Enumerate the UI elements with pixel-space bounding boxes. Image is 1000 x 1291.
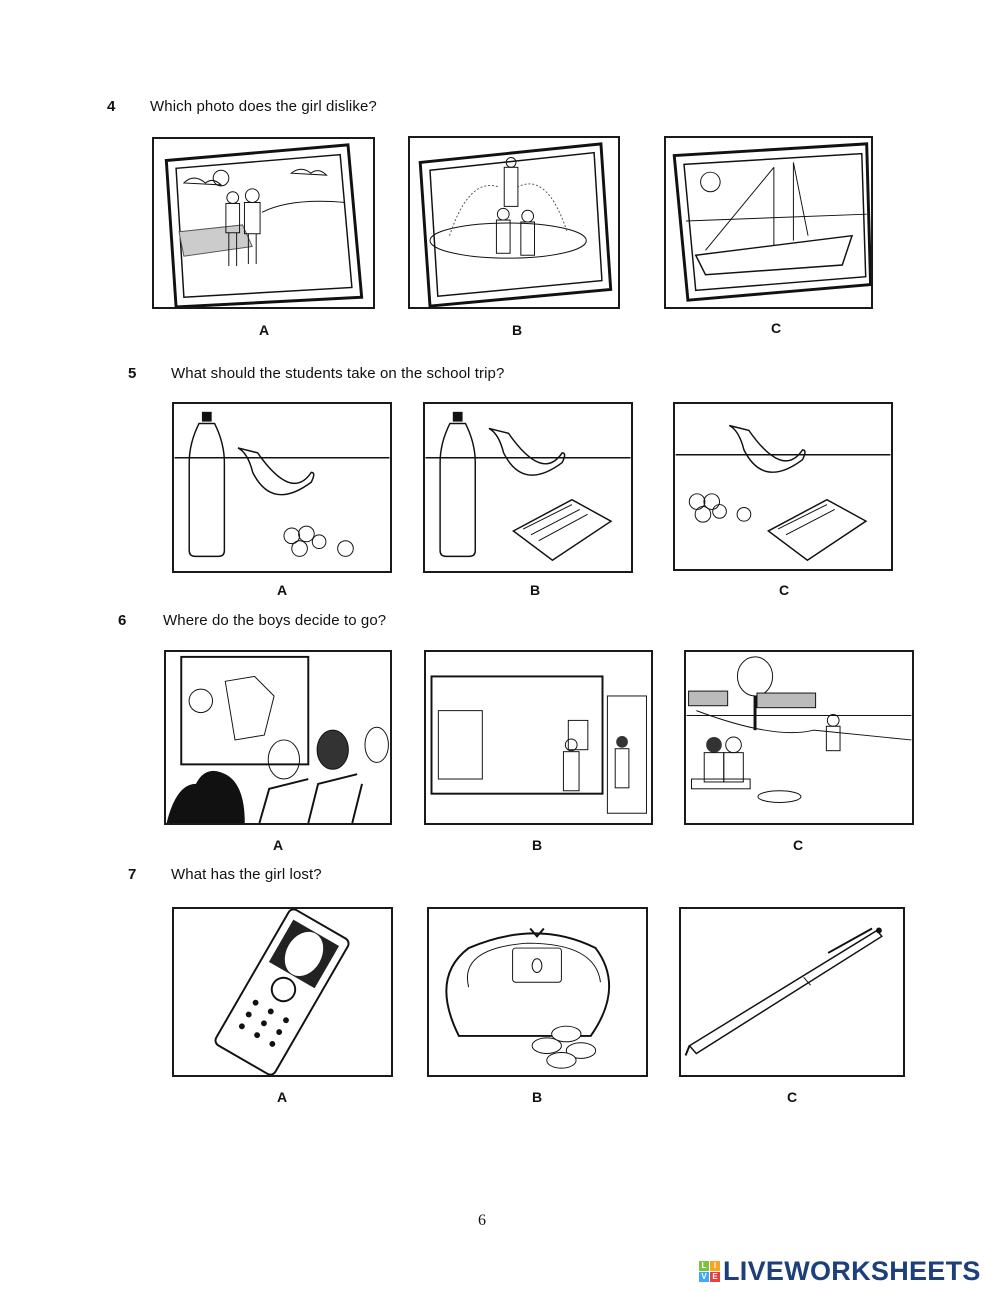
q4-option-a-image[interactable] [152,137,375,309]
page-number: 6 [478,1212,486,1229]
q5-option-c-label: C [778,582,790,598]
q5-option-a-image[interactable] [172,402,392,573]
q6-option-c-image[interactable] [684,650,914,825]
question-4-text: Which photo does the girl dislike? [150,98,377,115]
bottle-banana-pencils-icon [425,411,631,562]
q4-option-a-label: A [258,322,270,338]
live-blocks-icon: L I V E [699,1261,720,1282]
liveworksheets-logo[interactable]: L I V E LIVEWORKSHEETS [699,1256,981,1287]
q7-option-a-image[interactable] [172,907,393,1077]
q5-option-b-label: B [529,582,541,598]
q6-option-b-image[interactable] [424,650,653,825]
pen-icon [684,927,883,1056]
question-4-number: 4 [107,98,116,115]
banana-coins-pencils-icon [675,424,891,562]
logo-letter-i: I [710,1261,720,1271]
q6-option-c-label: C [792,837,804,853]
q4-option-b-image[interactable] [408,136,620,309]
q5-option-c-image[interactable] [673,402,893,571]
skate-park-icon [686,656,912,803]
logo-letter-v: V [699,1272,709,1282]
q4-option-b-label: B [511,322,523,338]
cinema-audience-icon [166,655,389,823]
question-6-number: 6 [118,612,127,629]
sailing-boat-photo-icon [672,142,871,302]
q7-option-c-label: C [786,1089,798,1105]
q5-option-a-label: A [276,582,288,598]
question-7-number: 7 [128,866,137,883]
question-5-text: What should the students take on the sch… [171,365,505,382]
q7-option-c-image[interactable] [679,907,905,1077]
q6-option-a-label: A [272,837,284,853]
question-5-number: 5 [128,365,137,382]
q7-option-a-label: A [276,1089,288,1105]
beach-couple-photo-icon [164,143,364,307]
q6-option-b-label: B [531,837,543,853]
question-7-text: What has the girl lost? [171,866,322,883]
q7-option-b-image[interactable] [427,907,648,1077]
q4-option-c-label: C [770,320,782,336]
purse-with-coins-icon [445,927,611,1069]
q6-option-a-image[interactable] [164,650,392,825]
q5-option-b-image[interactable] [423,402,633,573]
mobile-phone-icon [214,909,350,1075]
q4-option-c-image[interactable] [664,136,873,309]
logo-letter-e: E [710,1272,720,1282]
logo-letter-l: L [699,1261,709,1271]
games-shop-window-icon [430,675,647,814]
bottle-banana-coins-icon [174,411,390,558]
question-6-text: Where do the boys decide to go? [163,612,387,629]
fountain-family-photo-icon [418,142,613,307]
q7-option-b-label: B [531,1089,543,1105]
brand-name: LIVEWORKSHEETS [723,1256,981,1286]
